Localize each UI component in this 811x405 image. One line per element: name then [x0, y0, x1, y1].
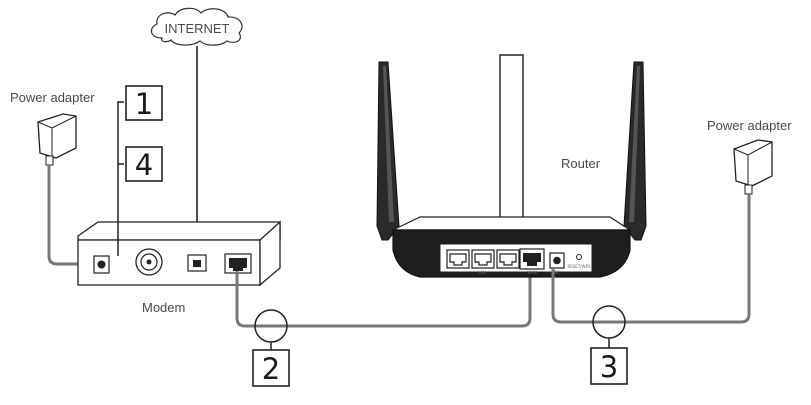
left-power-adapter — [37, 113, 77, 166]
modem-label: Modem — [142, 300, 185, 315]
step-1-badge: 1 — [125, 85, 163, 121]
router-power-cable — [551, 194, 751, 324]
step-3-number: 3 — [600, 350, 618, 384]
router-label: Router — [561, 156, 601, 171]
router-lan-ports — [446, 249, 520, 269]
right-adapter-label: Power adapter — [707, 118, 792, 133]
step-4-badge: 4 — [125, 146, 163, 182]
step-1-number: 1 — [135, 87, 153, 121]
step-2-badge: 2 — [252, 349, 290, 387]
step-4-number: 4 — [135, 148, 153, 182]
router-lan-label: LAN — [478, 270, 486, 275]
router-wan-label: WAN — [527, 270, 536, 275]
left-adapter-cable — [47, 165, 93, 266]
step-3-badge: 3 — [590, 347, 628, 385]
router-reset-label: RESET/WPS — [567, 264, 591, 269]
router-reset-button — [576, 254, 582, 260]
step-bracket-1-4 — [117, 101, 124, 256]
router-device: LAN WAN DC RESET/WPS — [376, 54, 647, 278]
internet-cloud: INTERNET — [150, 7, 243, 46]
step-2-number: 2 — [262, 352, 280, 386]
left-adapter-label: Power adapter — [10, 90, 95, 105]
right-power-adapter — [733, 139, 773, 195]
modem-device — [77, 220, 281, 287]
internet-label: INTERNET — [165, 21, 230, 36]
ethernet-cable — [235, 271, 532, 328]
router-dc-label: DC — [554, 270, 560, 275]
